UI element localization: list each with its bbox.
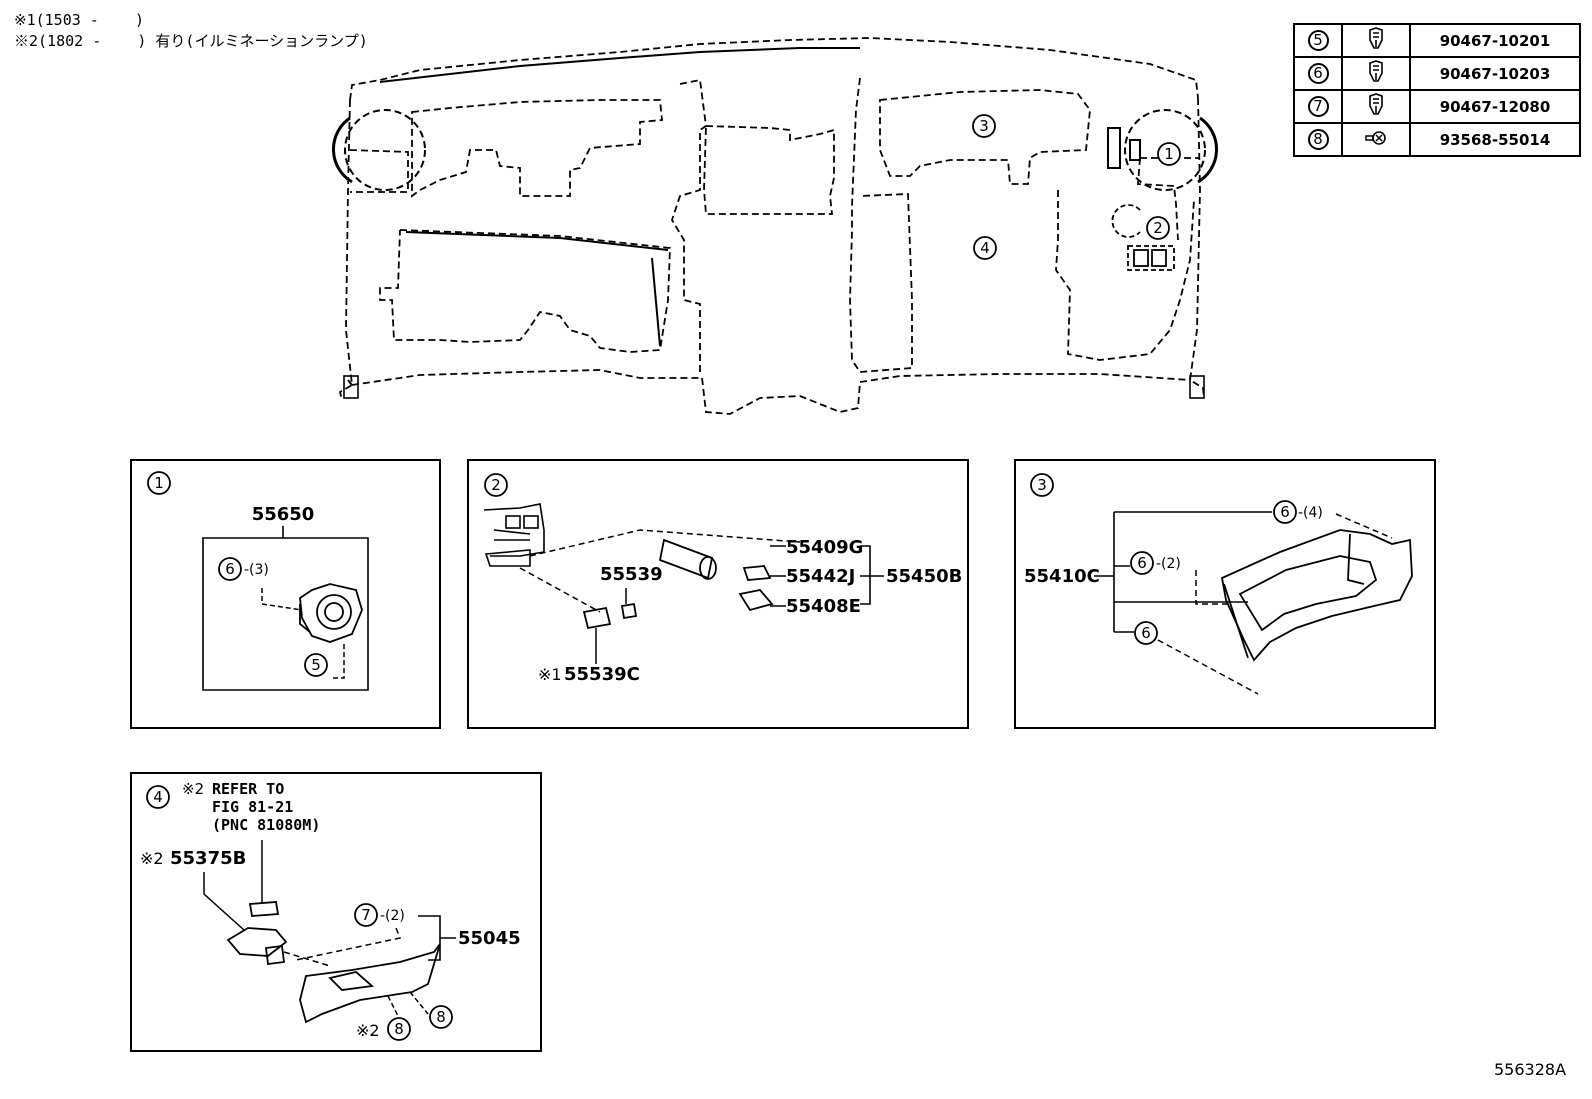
- part-55442j: 55442J: [786, 566, 855, 587]
- ref-note: ※2: [182, 780, 204, 798]
- clip-qty-7: -(2): [380, 908, 405, 924]
- part-number: 90467-10203: [1409, 56, 1581, 91]
- clip-icon: [1341, 23, 1411, 58]
- panel-1-content: 1 55650 6 -(3) 5: [147, 471, 369, 691]
- part-number: 93568-55014: [1409, 122, 1581, 157]
- main-callouts: 1 2 3 4: [972, 114, 1181, 260]
- table-row: 8 93568-55014: [1293, 122, 1581, 157]
- note-1: ※1(1503 - ): [14, 11, 144, 29]
- lower-trim-panel: [299, 943, 441, 1024]
- right-vent-ring: [1107, 109, 1219, 191]
- lamp-assembly: [226, 901, 288, 966]
- part-55375b: 55375B: [170, 848, 246, 869]
- clip-icon: [1341, 56, 1411, 91]
- ref-number: 6: [1307, 63, 1329, 84]
- callout-2: 2: [1153, 219, 1163, 237]
- screw-icon: [1341, 122, 1411, 157]
- part-55539: 55539: [600, 564, 663, 585]
- bottom-ref-5: 5: [311, 656, 321, 674]
- clip-icon: [1341, 89, 1411, 124]
- left-vent-ring: [331, 109, 426, 191]
- side-trim-panel: [1220, 529, 1413, 662]
- table-row: 7 90467-12080: [1293, 89, 1581, 124]
- clip-ref-6: 6: [225, 560, 235, 578]
- callout-3: 3: [979, 117, 989, 135]
- clip-ref-6a: 6: [1280, 503, 1290, 521]
- part-number: 90467-10201: [1409, 23, 1581, 58]
- clip-ref-6c: 6: [1141, 624, 1151, 642]
- clip-qty: -(3): [244, 562, 269, 578]
- ref-line-1: REFER TO: [212, 780, 284, 798]
- clip-qty-4: -(4): [1298, 505, 1323, 521]
- part-55410c: 55410C: [1024, 566, 1100, 587]
- panel-1-index: 1: [154, 474, 164, 492]
- part-55408e: 55408E: [786, 596, 861, 617]
- instrument-panel-outline: [338, 37, 1205, 415]
- clip-ref-7: 7: [361, 906, 371, 924]
- callout-4: 4: [980, 239, 990, 257]
- part-55409g: 55409G: [786, 537, 863, 558]
- screw-ref-8a: 8: [394, 1020, 404, 1038]
- ref-number: 7: [1307, 96, 1329, 117]
- detail-panel-4: [130, 772, 542, 1052]
- panel-4-content: 4 ※2 REFER TO FIG 81-21 (PNC 81080M) ※2 …: [140, 780, 521, 1041]
- detail-panel-1: [130, 459, 441, 729]
- switch-block: [1111, 204, 1175, 271]
- switch-unit: [299, 583, 363, 643]
- detail-panel-3: [1014, 459, 1436, 729]
- screw-note: ※2: [356, 1021, 380, 1040]
- panel-3-index: 3: [1037, 476, 1047, 494]
- part-55539c: 55539C: [564, 664, 640, 685]
- part-55450b: 55450B: [886, 566, 962, 587]
- panel-4-index: 4: [153, 788, 163, 806]
- ref-line-3: (PNC 81080M): [212, 816, 320, 834]
- panel-2-index: 2: [491, 476, 501, 494]
- clip-qty-2: -(2): [1156, 556, 1181, 572]
- bulb: [742, 565, 772, 581]
- detail-panel-2: [467, 459, 969, 729]
- panel-solid-edges: [343, 47, 1205, 399]
- applicability-notes: ※1(1503 - ) ※2(1802 - ) 有り(イルミネーションランプ): [14, 10, 368, 52]
- note-2: ※2(1802 - ) 有り(イルミネーションランプ): [14, 32, 368, 50]
- table-row: 5 90467-10201: [1293, 23, 1581, 58]
- table-row: 6 90467-10203: [1293, 56, 1581, 91]
- fastener-parts-table: 5 90467-10201 6 90467-10203 7 90467-1208…: [1293, 23, 1581, 157]
- part-55650: 55650: [252, 504, 315, 525]
- screw-ref-8b: 8: [436, 1008, 446, 1026]
- figure-code: 556328A: [1494, 1060, 1567, 1079]
- clip-ref-6b: 6: [1137, 554, 1147, 572]
- part-55045: 55045: [458, 928, 521, 949]
- part-number: 90467-12080: [1409, 89, 1581, 124]
- note-ref-1: ※1: [538, 665, 562, 684]
- bulb-socket: [658, 538, 717, 580]
- ref-line-2: FIG 81-21: [212, 798, 293, 816]
- p1-note: ※2: [140, 849, 164, 868]
- ref-number: 5: [1307, 30, 1329, 51]
- callout-1: 1: [1164, 145, 1174, 163]
- panel-2-content: 2 55539 ※1 55539C 55: [483, 473, 962, 685]
- panel-3-content: 3 55410C 6 -(4) 6 -(2) 6: [1024, 473, 1413, 695]
- ref-number: 8: [1307, 129, 1329, 150]
- bulb-cover: [738, 589, 774, 612]
- bracket-sketch: [483, 503, 545, 567]
